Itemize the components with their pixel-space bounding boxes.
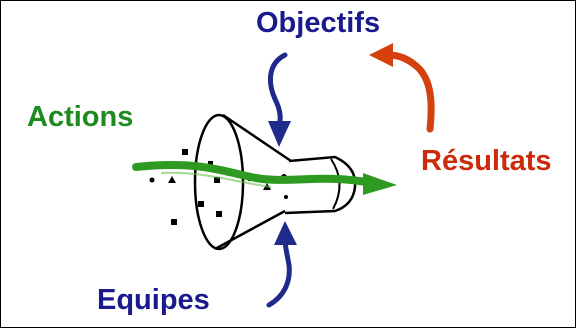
resultats-label: Résultats — [421, 145, 552, 177]
objectifs-label: Objectifs — [256, 7, 381, 39]
arrow-up-icon — [266, 221, 297, 308]
arrow-right-icon — [132, 160, 397, 195]
arrow-down-icon — [267, 52, 291, 147]
equipes-label: Equipes — [97, 284, 210, 316]
actions-label: Actions — [27, 101, 134, 133]
arrow-curved-back-icon — [369, 43, 435, 133]
